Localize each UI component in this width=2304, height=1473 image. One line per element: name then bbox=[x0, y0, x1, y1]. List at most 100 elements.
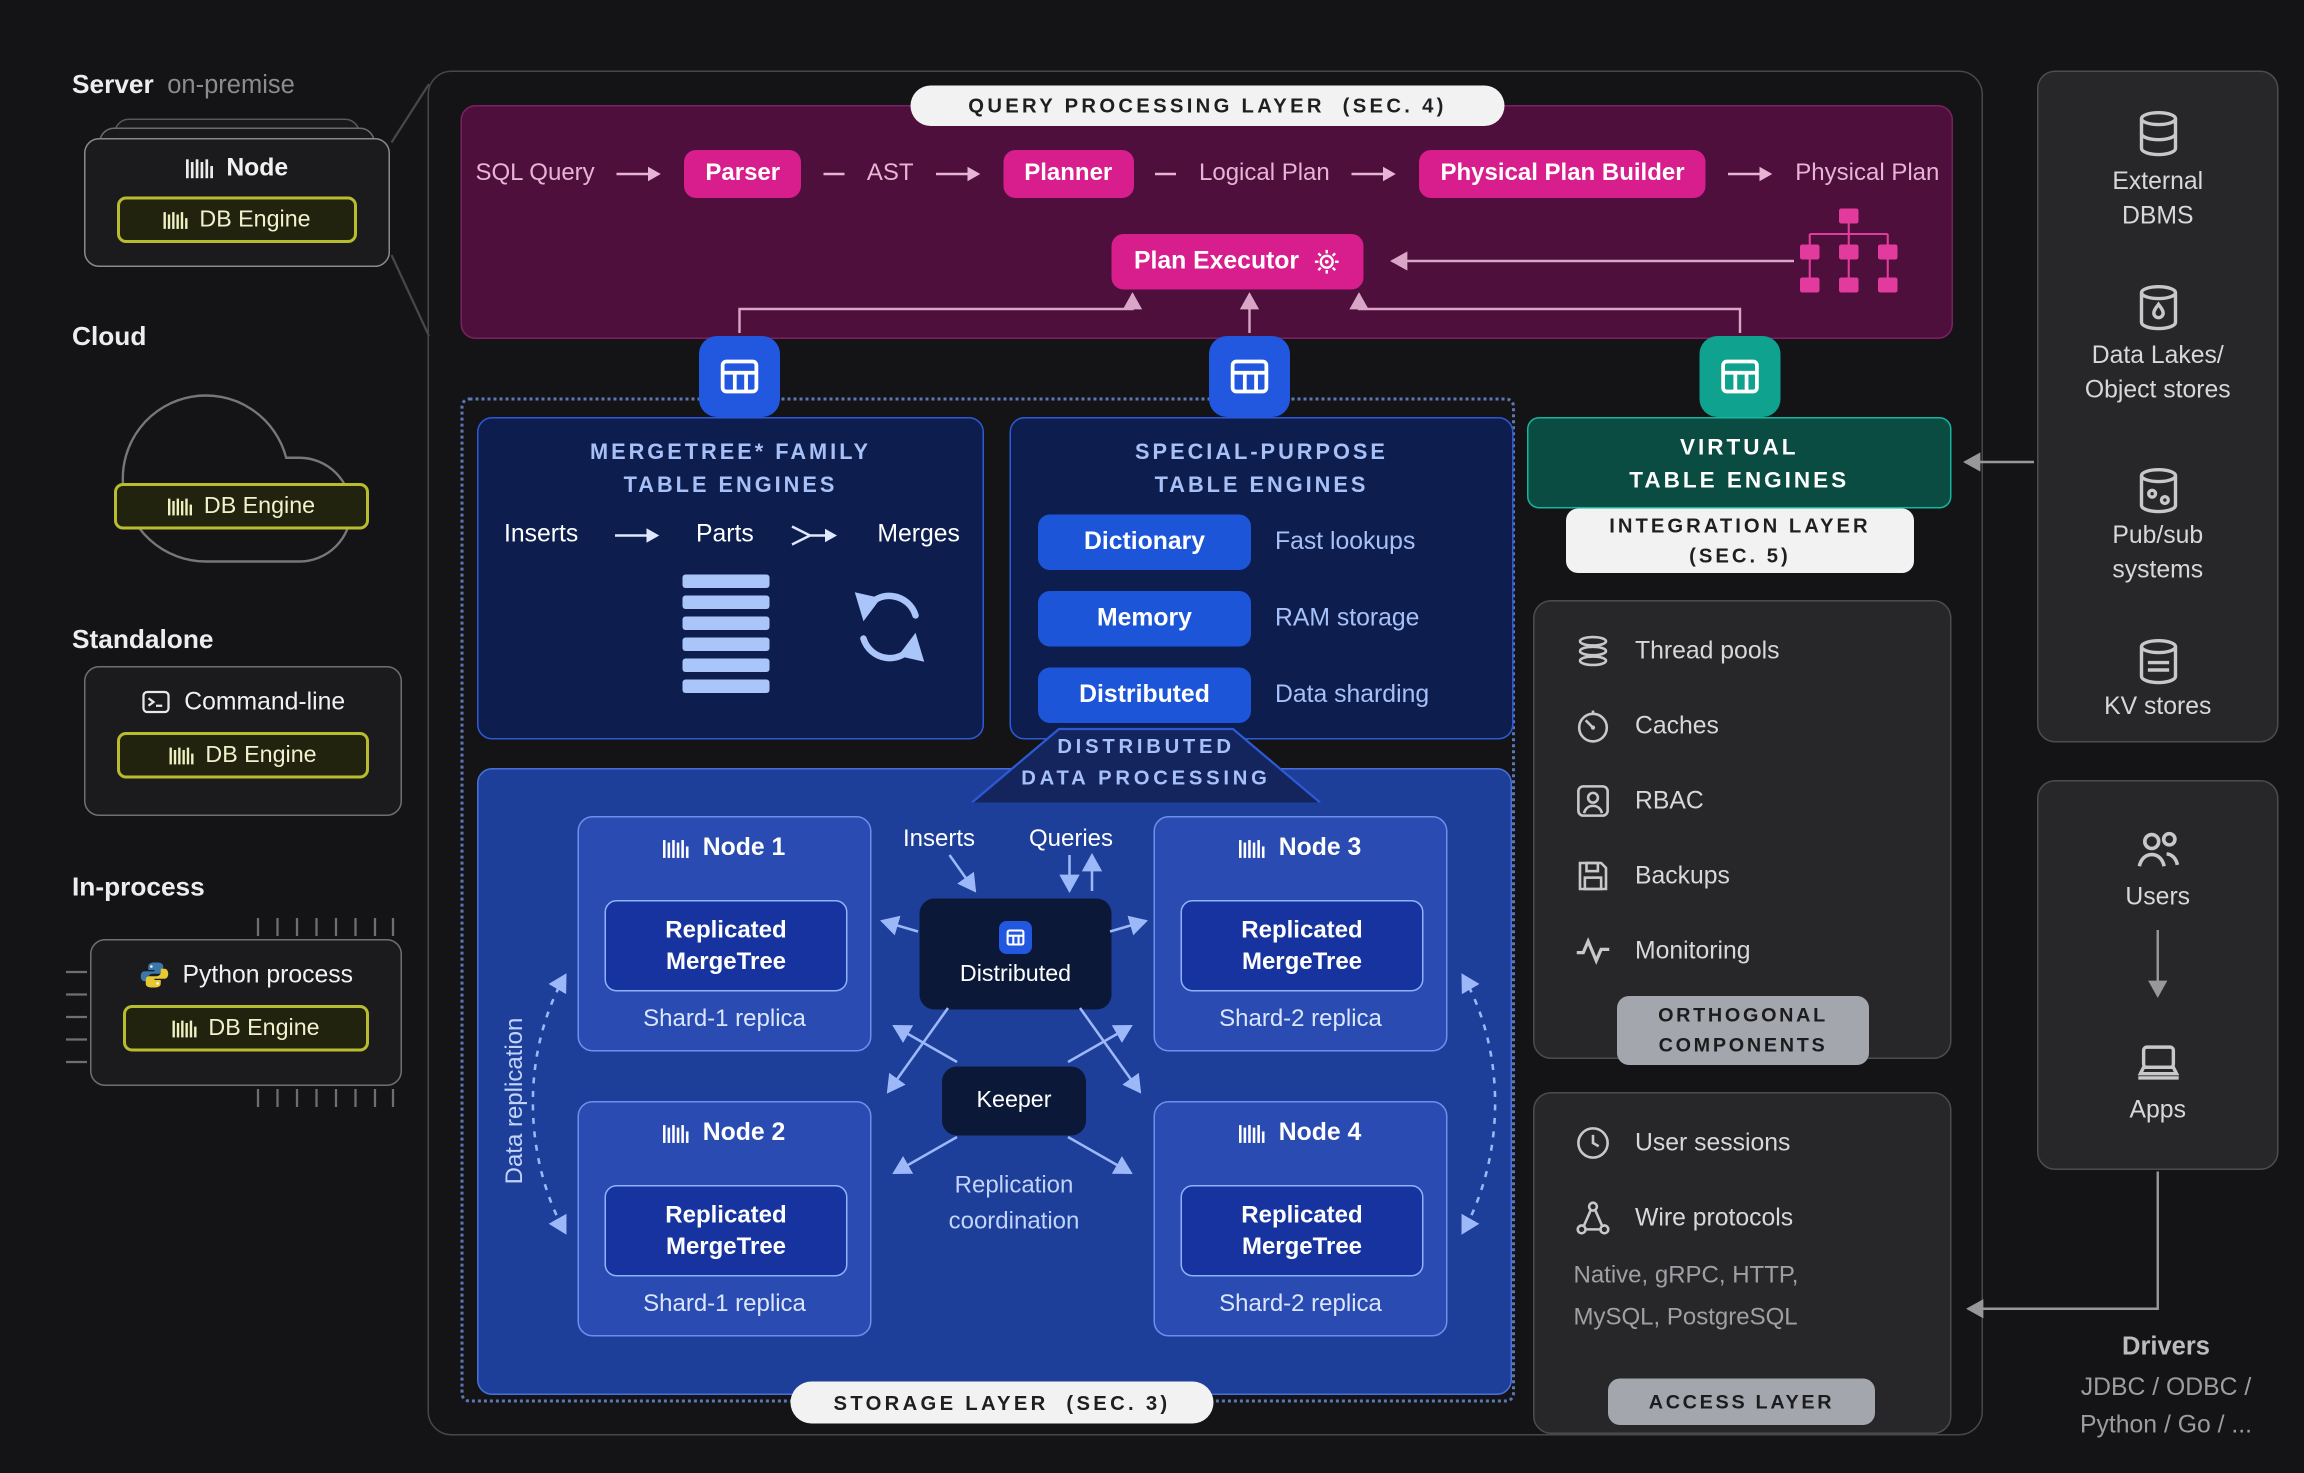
source-label: KV stores bbox=[2039, 690, 2278, 725]
db-engine-box: DB Engine bbox=[117, 732, 369, 779]
orthogonal-label-line2: COMPONENTS bbox=[1658, 1033, 1828, 1057]
queries-label: Queries bbox=[1028, 826, 1114, 853]
source-line1: External bbox=[2112, 168, 2204, 195]
external-dbms-icon bbox=[2133, 108, 2184, 159]
drivers-line1: JDBC / ODBC / bbox=[2080, 1374, 2252, 1401]
node-name: Node 3 bbox=[1278, 834, 1362, 861]
thread-pools-icon bbox=[1574, 632, 1613, 671]
standalone-title: Standalone bbox=[72, 624, 214, 654]
merge-cycle-icon bbox=[849, 584, 930, 671]
rbac-icon bbox=[1574, 782, 1613, 821]
node-title-row: Node 2 bbox=[579, 1103, 870, 1148]
node-bars-logo-icon bbox=[185, 159, 213, 179]
db-engine-bars-icon bbox=[172, 1019, 197, 1037]
orthogonal-item: Monitoring bbox=[1574, 932, 1751, 971]
standalone-card: Command-line DB Engine bbox=[84, 666, 402, 816]
dictionary-desc: Fast lookups bbox=[1275, 528, 1416, 555]
orthogonal-item-label: Thread pools bbox=[1635, 636, 1780, 664]
memory-pill: Memory bbox=[1038, 591, 1251, 647]
python-process-label: Python process bbox=[182, 960, 354, 988]
virtual-engines-box: VIRTUAL TABLE ENGINES bbox=[1527, 417, 1952, 509]
distributed-processing-notch bbox=[971, 727, 1321, 803]
virtual-title-line1: VIRTUAL bbox=[1680, 435, 1799, 461]
dictionary-pill: Dictionary bbox=[1038, 514, 1251, 570]
connector-line-icon bbox=[1155, 172, 1177, 176]
orthogonal-components-box: Thread pools Caches RBAC Backups Monitor… bbox=[1533, 600, 1952, 1059]
drivers-list: JDBC / ODBC / Python / Go / ... bbox=[2037, 1370, 2295, 1445]
distributed-desc: Data sharding bbox=[1275, 681, 1430, 708]
storage-layer-label: STORAGE LAYER (SEC. 3) bbox=[790, 1381, 1214, 1424]
source-line1: KV stores bbox=[2104, 693, 2212, 720]
shard-label: Shard-1 replica bbox=[643, 1291, 806, 1318]
repl-coord-line1: Replication bbox=[954, 1173, 1074, 1199]
storage-layer-box: Data replication Node 1 Replicated Merge… bbox=[477, 768, 1512, 1395]
replicated-mergetree-box: Replicated MergeTree bbox=[1180, 1185, 1424, 1277]
replicated-mergetree-box: Replicated MergeTree bbox=[604, 1185, 848, 1277]
orthogonal-label-line1: ORTHOGONAL bbox=[1658, 1003, 1828, 1027]
ddp-label-line1: DISTRIBUTED bbox=[1057, 735, 1235, 758]
apps-label: Apps bbox=[2129, 1096, 2186, 1124]
orthogonal-item: Thread pools bbox=[1574, 632, 1780, 671]
db-engine-bars-icon bbox=[169, 746, 194, 764]
table-engine-icon bbox=[999, 920, 1032, 954]
physical-plan-label: Physical Plan bbox=[1795, 160, 1940, 187]
node-name: Node 1 bbox=[702, 834, 786, 861]
caches-icon bbox=[1574, 707, 1613, 746]
special-row: Memory RAM storage bbox=[1038, 591, 1419, 647]
node-title-row: Node 3 bbox=[1155, 818, 1446, 863]
inserts-label: Inserts bbox=[902, 826, 975, 853]
distributed-engine-box: Distributed bbox=[919, 898, 1112, 1010]
source-line2: DBMS bbox=[2121, 202, 2194, 230]
external-sources-box: External DBMS Data Lakes/ Object stores … bbox=[2037, 70, 2279, 743]
repl-coord-line2: coordination bbox=[948, 1209, 1080, 1235]
monitoring-icon bbox=[1574, 932, 1613, 971]
data-replication-label: Data replication bbox=[502, 1017, 529, 1185]
protocols-list: Native, gRPC, HTTP, MySQL, PostgreSQL bbox=[1574, 1256, 1799, 1340]
orthogonal-item-label: RBAC bbox=[1635, 786, 1704, 814]
source-label: Data Lakes/ Object stores bbox=[2039, 339, 2278, 408]
server-subtitle: on-premise bbox=[167, 70, 295, 100]
users-icon bbox=[2132, 824, 2186, 878]
python-row: Python process bbox=[92, 960, 401, 990]
server-title: Server bbox=[72, 69, 154, 99]
source-label: External DBMS bbox=[2039, 165, 2278, 234]
node-bars-logo-icon bbox=[1239, 839, 1266, 858]
node-bars-logo-icon bbox=[663, 1124, 690, 1143]
replicated-mergetree-box: Replicated MergeTree bbox=[604, 900, 848, 992]
integration-label-line1: INTEGRATION LAYER bbox=[1609, 514, 1871, 538]
user-sessions-label: User sessions bbox=[1635, 1128, 1791, 1156]
orthogonal-components-label: ORTHOGONAL COMPONENTS bbox=[1617, 996, 1869, 1065]
arrow-right-icon bbox=[1352, 166, 1397, 182]
shard-label: Shard-2 replica bbox=[1219, 1291, 1382, 1318]
node-3-box: Node 3 Replicated MergeTree Shard-2 repl… bbox=[1153, 816, 1448, 1052]
node-bars-logo-icon bbox=[663, 839, 690, 858]
special-row: Dictionary Fast lookups bbox=[1038, 514, 1416, 570]
mergetree-title-line2: TABLE ENGINES bbox=[623, 474, 838, 498]
parts-label: Parts bbox=[695, 520, 754, 548]
source-line2: Object stores bbox=[2084, 376, 2231, 404]
orthogonal-item-label: Caches bbox=[1635, 711, 1719, 739]
db-engine-bars-icon bbox=[167, 497, 192, 515]
node-label: Node bbox=[226, 154, 289, 182]
special-title-line2: TABLE ENGINES bbox=[1154, 474, 1369, 498]
inserts-label: Inserts bbox=[504, 520, 579, 548]
mergetree-family-box: MERGETREE* FAMILY TABLE ENGINES Inserts … bbox=[477, 417, 984, 740]
arrow-right-icon bbox=[617, 166, 662, 182]
virtual-title-line2: TABLE ENGINES bbox=[1629, 468, 1850, 494]
shard-label: Shard-1 replica bbox=[643, 1006, 806, 1033]
inprocess-chip: Python process DB Engine bbox=[90, 939, 402, 1086]
wire-protocols-label: Wire protocols bbox=[1635, 1203, 1794, 1231]
main-server-outline bbox=[427, 70, 1983, 1436]
db-engine-label: DB Engine bbox=[199, 206, 311, 232]
drivers-title: Drivers bbox=[2122, 1332, 2210, 1361]
cloud-title: Cloud bbox=[72, 321, 147, 351]
python-icon bbox=[139, 960, 169, 990]
merges-label: Merges bbox=[877, 520, 960, 548]
orthogonal-item-label: Monitoring bbox=[1635, 936, 1751, 964]
orthogonal-item-label: Backups bbox=[1635, 861, 1730, 889]
drivers-line2: Python / Go / ... bbox=[2080, 1411, 2252, 1439]
keeper-box: Keeper bbox=[942, 1066, 1086, 1136]
access-item: Wire protocols bbox=[1574, 1199, 1794, 1238]
parser-pill: Parser bbox=[684, 150, 802, 198]
